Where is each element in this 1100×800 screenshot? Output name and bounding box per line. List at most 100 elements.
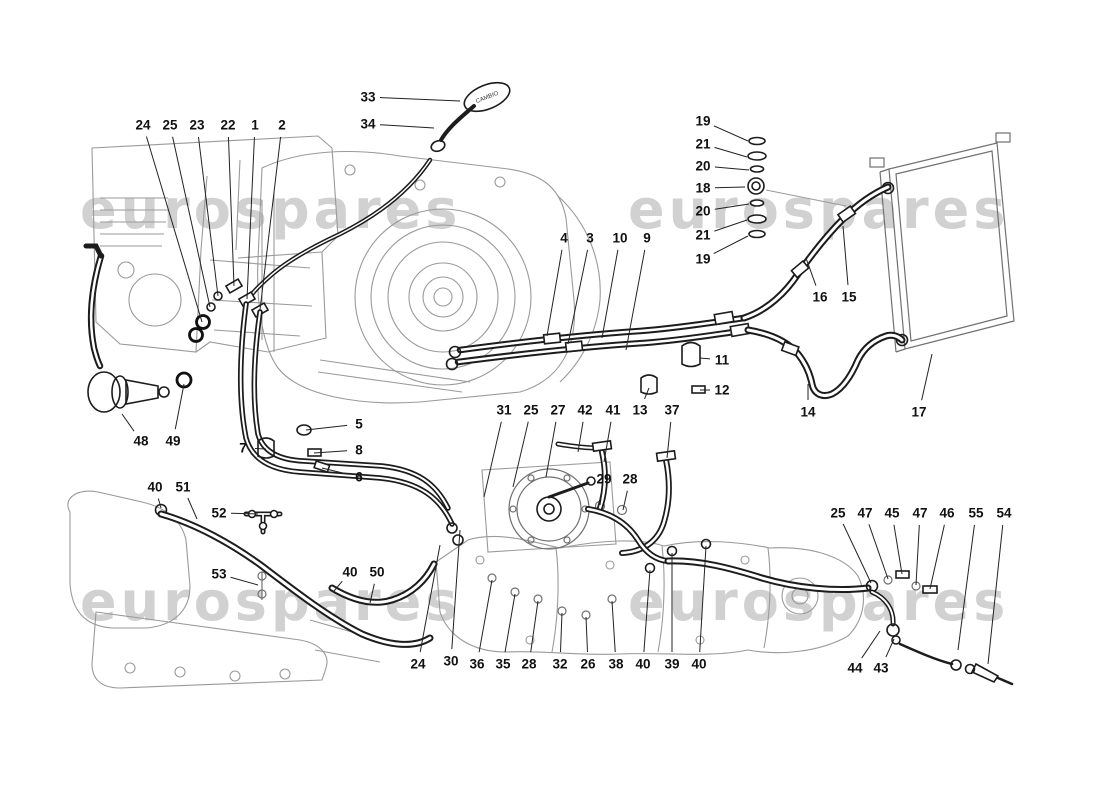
leader-line-6 <box>321 467 348 475</box>
part-number-18: 18 <box>695 181 711 196</box>
part-number-6: 6 <box>355 470 363 485</box>
leader-line-50 <box>369 583 375 604</box>
leader-line-2 <box>259 136 282 311</box>
watermark-text: eurospares <box>628 570 1009 633</box>
part-number-49: 49 <box>165 434 180 449</box>
part-number-40: 40 <box>147 480 162 495</box>
part-number-8: 8 <box>355 443 363 458</box>
leader-line-16 <box>805 257 817 286</box>
leader-line-21 <box>714 146 748 158</box>
part-number-43: 43 <box>873 661 889 676</box>
leader-line-47 <box>868 524 889 580</box>
part-number-23: 23 <box>189 118 205 133</box>
part-number-55: 55 <box>968 506 984 521</box>
part-number-32: 32 <box>552 657 567 672</box>
part-number-3: 3 <box>586 231 594 246</box>
part-number-40: 40 <box>635 657 650 672</box>
leader-line-25 <box>172 136 211 308</box>
cooler-feed-hose-art <box>740 183 892 322</box>
part-number-14: 14 <box>800 405 816 420</box>
part-number-28: 28 <box>521 657 537 672</box>
part-number-46: 46 <box>939 506 955 521</box>
part-number-54: 54 <box>996 506 1012 521</box>
part-number-22: 22 <box>220 118 235 133</box>
part-number-12: 12 <box>714 383 729 398</box>
leader-line-22 <box>227 136 235 287</box>
part-number-19: 19 <box>695 114 710 129</box>
vacuum-unit-art <box>83 243 193 413</box>
leader-line-26 <box>585 616 588 653</box>
part-number-24: 24 <box>410 657 426 672</box>
oil-cooler-art <box>869 132 1015 353</box>
leader-line-20 <box>714 203 750 210</box>
part-number-35: 35 <box>495 657 511 672</box>
engine-block-art <box>91 135 339 353</box>
leader-line-4 <box>546 249 563 337</box>
leader-line-45 <box>893 524 903 575</box>
part-number-2: 2 <box>278 118 286 133</box>
part-number-39: 39 <box>664 657 679 672</box>
part-number-53: 53 <box>211 567 227 582</box>
part-number-29: 29 <box>596 472 611 487</box>
leader-line-30 <box>451 529 461 650</box>
part-number-45: 45 <box>884 506 900 521</box>
leader-line-40 <box>333 580 343 592</box>
part-number-5: 5 <box>355 417 363 432</box>
leader-line-37 <box>666 421 672 459</box>
part-number-40: 40 <box>342 565 357 580</box>
leader-line-5 <box>305 424 348 431</box>
part-number-28: 28 <box>622 472 638 487</box>
part-number-51: 51 <box>175 480 191 495</box>
part-number-4: 4 <box>560 231 568 246</box>
part-number-25: 25 <box>830 506 846 521</box>
gearbox-bellhousing-art <box>257 151 847 404</box>
part-number-9: 9 <box>643 231 651 246</box>
watermark-text: eurospares <box>628 178 1009 241</box>
part-number-20: 20 <box>695 159 710 174</box>
leader-line-31 <box>483 421 502 498</box>
part-number-7: 7 <box>239 441 247 456</box>
leader-line-40 <box>699 545 707 653</box>
part-number-11: 11 <box>715 353 730 368</box>
part-number-44: 44 <box>847 661 863 676</box>
leader-line-52 <box>230 512 259 515</box>
leader-line-17 <box>921 353 933 401</box>
leader-line-44 <box>861 630 881 659</box>
part-number-10: 10 <box>612 231 627 246</box>
leader-line-41 <box>603 421 612 463</box>
part-number-21: 21 <box>695 137 711 152</box>
part-number-20: 20 <box>695 204 710 219</box>
part-number-26: 26 <box>580 657 596 672</box>
part-number-25: 25 <box>523 403 539 418</box>
leader-line-18 <box>714 186 746 189</box>
leader-line-55 <box>957 524 975 651</box>
leader-line-27 <box>545 421 557 478</box>
part-number-25: 25 <box>162 118 178 133</box>
part-number-31: 31 <box>496 403 512 418</box>
leader-line-28 <box>530 600 539 653</box>
part-number-27: 27 <box>550 403 565 418</box>
part-number-17: 17 <box>911 405 926 420</box>
part-number-47: 47 <box>857 506 872 521</box>
leader-line-40 <box>157 498 162 509</box>
leader-line-42 <box>577 421 584 453</box>
leader-line-25 <box>842 523 872 584</box>
leader-line-11 <box>699 357 711 360</box>
leader-line-54 <box>987 524 1004 665</box>
part-number-36: 36 <box>469 657 485 672</box>
part-number-41: 41 <box>605 403 621 418</box>
leader-line-47 <box>915 524 920 586</box>
leader-line-29 <box>599 490 603 506</box>
part-number-52: 52 <box>211 506 226 521</box>
part-number-15: 15 <box>841 290 857 305</box>
leader-line-43 <box>885 638 895 658</box>
oil-pipes-art <box>445 310 752 395</box>
part-number-47: 47 <box>912 506 927 521</box>
leader-line-38 <box>611 600 616 653</box>
leader-line-28 <box>622 490 628 511</box>
leader-line-3 <box>567 249 589 345</box>
leader-line-10 <box>601 249 619 339</box>
